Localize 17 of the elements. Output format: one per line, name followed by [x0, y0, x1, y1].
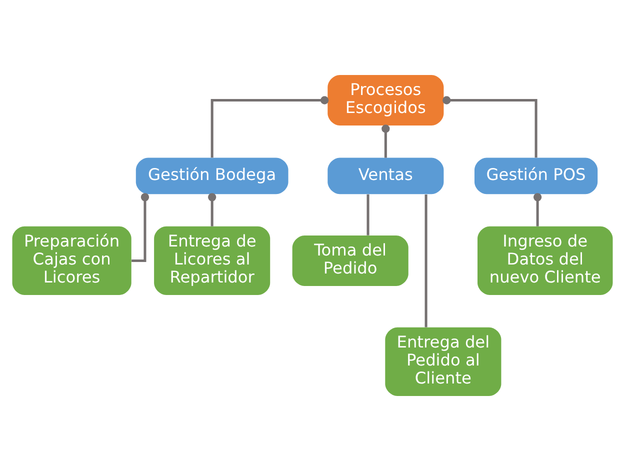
connector — [533, 193, 542, 226]
node-box: Entrega de Licores al Repartidor — [154, 226, 270, 296]
connector — [442, 96, 538, 158]
connector — [424, 194, 428, 328]
node-box: Ventas — [328, 158, 444, 194]
node-box: Procesos Escogidos — [328, 75, 444, 126]
connector — [208, 193, 216, 226]
connector — [382, 124, 390, 158]
connector — [366, 194, 370, 236]
node-box: Toma del Pedido — [292, 236, 408, 286]
node-box: Gestión Bodega — [136, 158, 288, 194]
node-box: Ingreso de Datos del nuevo Cliente — [478, 226, 613, 296]
connector — [132, 193, 150, 262]
node-box: Preparación Cajas con Licores — [12, 226, 132, 296]
node-box: Gestión POS — [474, 158, 598, 194]
node-box: Entrega del Pedido al Cliente — [385, 327, 502, 396]
connector — [210, 96, 329, 158]
